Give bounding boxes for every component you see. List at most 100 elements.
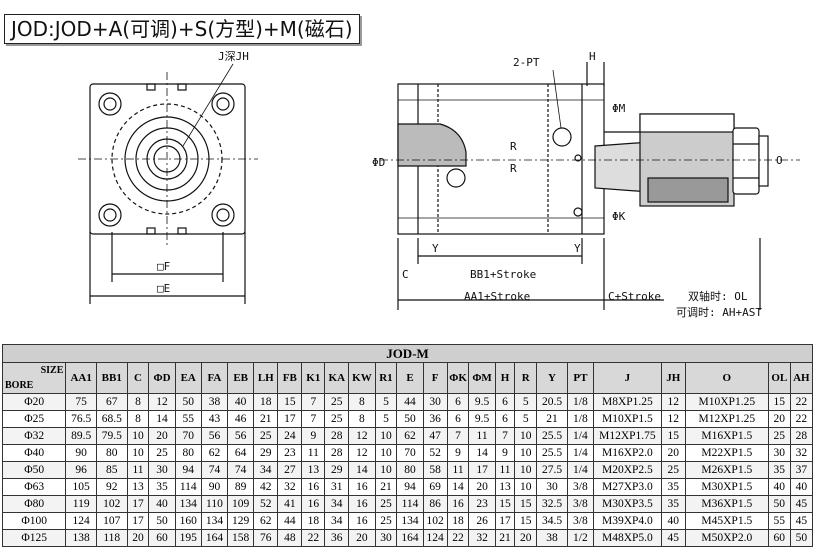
table-cell: 94 — [174, 461, 202, 479]
port-circle — [552, 127, 572, 147]
table-cell: 34 — [324, 512, 350, 530]
mount-hole — [211, 92, 235, 116]
label-bb1: BB1+Stroke — [470, 268, 536, 281]
table-cell: 45 — [789, 495, 814, 513]
table-cell: 105 — [65, 478, 97, 496]
table-cell: 22 — [301, 529, 326, 547]
bore-cell: Φ50 — [1, 461, 67, 479]
table-cell: 60 — [767, 529, 791, 547]
table-cell: 45 — [660, 529, 686, 547]
table-cell: 75 — [65, 393, 97, 411]
table-cell: 21 — [374, 478, 398, 496]
table-cell: 80 — [396, 461, 424, 479]
column-header: LH — [253, 362, 279, 394]
table-cell: 25 — [324, 410, 350, 428]
table-cell: 25 — [374, 495, 398, 513]
table-cell: 12 — [348, 427, 376, 445]
table-cell: 43 — [200, 410, 229, 428]
corner-bore: BORE — [5, 380, 34, 391]
table-cell: 1/4 — [566, 427, 595, 445]
table-cell: 102 — [422, 512, 448, 530]
table-cell: M26XP1.5 — [684, 461, 769, 479]
table-cell: 6 — [494, 393, 516, 411]
table-cell: 17 — [277, 410, 303, 428]
table-cell: M30XP1.5 — [684, 478, 769, 496]
bore-cell: Φ80 — [1, 495, 67, 513]
table-cell: 18 — [253, 393, 279, 411]
column-header: ΦD — [148, 362, 176, 394]
table-cell: M10XP1.25 — [684, 393, 769, 411]
table-cell: 12 — [348, 444, 376, 462]
table-cell: M39XP4.0 — [593, 512, 662, 530]
table-cell: 20 — [767, 410, 791, 428]
table-cell: 90 — [65, 444, 97, 462]
table-cell: 13 — [494, 478, 516, 496]
table-cell: 35 — [660, 495, 686, 513]
table-cell: 10 — [374, 444, 398, 462]
table-cell: 44 — [396, 393, 424, 411]
table-cell: 40 — [767, 478, 791, 496]
table-cell: 11 — [494, 461, 516, 479]
table-cell: 3/8 — [566, 512, 595, 530]
table-cell: 138 — [65, 529, 97, 547]
table-cell: 3/8 — [566, 495, 595, 513]
label-o: O — [776, 154, 783, 167]
table-cell: 20 — [660, 444, 686, 462]
table-cell: 31 — [324, 478, 350, 496]
table-cell: 86 — [422, 495, 448, 513]
table-cell: 16 — [348, 495, 376, 513]
table-cell: 114 — [396, 495, 424, 513]
table-cell: 21 — [536, 410, 568, 428]
table-cell: 14 — [446, 478, 470, 496]
table-cell: 27.5 — [536, 461, 568, 479]
table-cell: M22XP1.5 — [684, 444, 769, 462]
table-cell: 15 — [494, 495, 516, 513]
table-cell: M8XP1.25 — [593, 393, 662, 411]
table-cell: 7 — [494, 427, 516, 445]
table-cell: 62 — [200, 444, 229, 462]
table-cell: 6 — [494, 410, 516, 428]
table-cell: 119 — [65, 495, 97, 513]
table-cell: 37 — [789, 461, 814, 479]
table-cell: 34 — [324, 495, 350, 513]
table-cell: 62 — [396, 427, 424, 445]
table-cell: 16 — [348, 512, 376, 530]
table-cell: 21 — [253, 410, 279, 428]
table-cell: 69 — [422, 478, 448, 496]
table-cell: 134 — [174, 495, 202, 513]
mount-hole — [98, 92, 122, 116]
table-cell: 64 — [227, 444, 255, 462]
table-cell: 9 — [446, 444, 470, 462]
table-cell: 1/8 — [566, 393, 595, 411]
label-f: □F — [157, 260, 170, 273]
table-cell: 5 — [374, 410, 398, 428]
table-cell: 67 — [95, 393, 128, 411]
table-cell: 11 — [446, 461, 470, 479]
bore-cell: Φ40 — [1, 444, 67, 462]
table-cell: 5 — [374, 393, 398, 411]
table-cell: 107 — [95, 512, 128, 530]
table-cell: M10XP1.5 — [593, 410, 662, 428]
table-cell: 10 — [126, 427, 150, 445]
table-cell: 30 — [536, 478, 568, 496]
table-cell: 68.5 — [95, 410, 128, 428]
column-header: EB — [227, 362, 255, 394]
table-cell: 42 — [253, 478, 279, 496]
table-cell: 9.5 — [468, 393, 496, 411]
table-cell: 38 — [200, 393, 229, 411]
table-cell: M12XP1.75 — [593, 427, 662, 445]
table-cell: 7 — [301, 410, 326, 428]
note-ol: 双轴时: OL — [688, 289, 748, 303]
table-cell: M36XP1.5 — [684, 495, 769, 513]
label-aa1: AA1+Stroke — [464, 290, 530, 303]
table-cell: 7 — [446, 427, 470, 445]
table-cell: 9.5 — [468, 410, 496, 428]
table-cell: 15 — [514, 495, 538, 513]
table-cell: 62 — [253, 512, 279, 530]
column-header: BB1 — [95, 362, 128, 394]
